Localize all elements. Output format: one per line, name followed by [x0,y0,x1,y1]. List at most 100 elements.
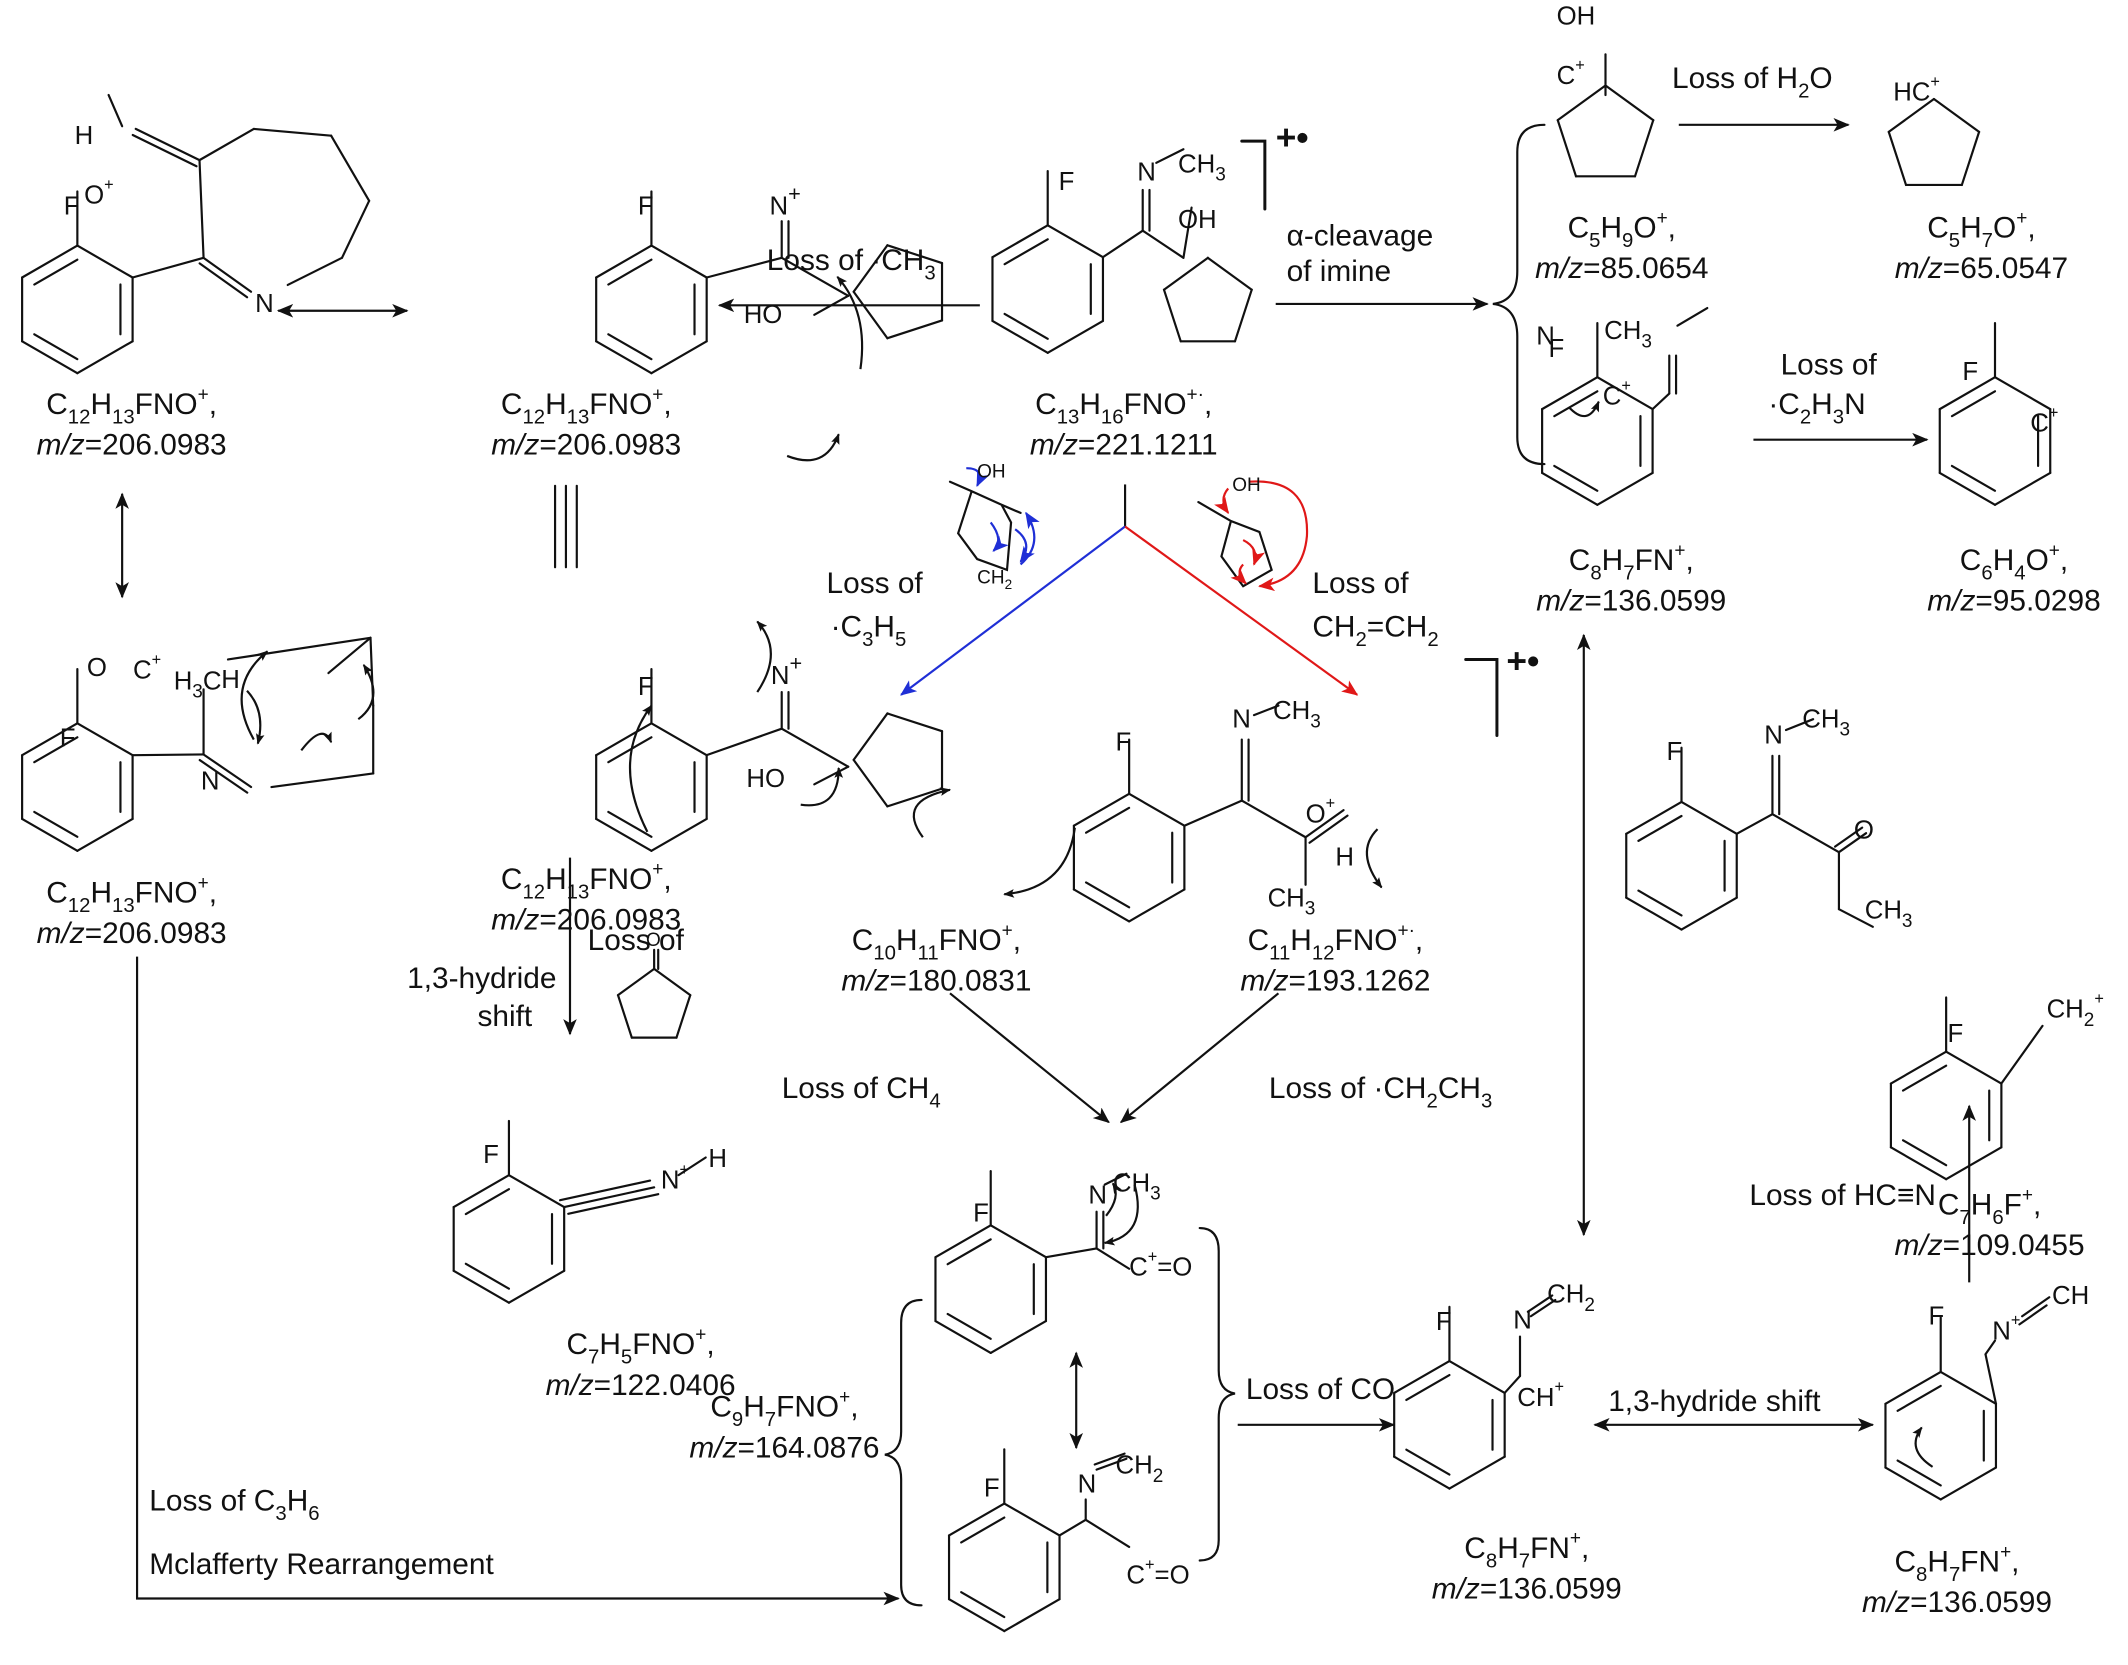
benzene-ring-bond [1128,792,1186,827]
benzene-ring-bond [595,340,653,375]
ion-formula: C6H4O+, [1960,540,2068,584]
atom-o-plus: O+ [1306,795,1336,829]
c-o-double-bond [1837,832,1868,854]
bond [198,159,205,259]
benzene-ring-bond [1680,896,1738,931]
ion-labels: C13H16FNO+·,m/z=221.1211C12H13FNO+,m/z=2… [37,208,2101,1619]
aromatic-double-bond [607,258,653,286]
benzene-ring-bond [934,1319,992,1354]
benzene-ring-bond [947,1502,1006,1537]
cyclopentane-bond [886,244,944,265]
benzene-ring-bond [1884,1370,1942,1405]
benzene-ring-bond [1625,896,1683,931]
benzene-ring-bond [76,817,134,852]
arrow-loss-ch4 [949,992,1110,1124]
arrow-loss-c3h5 [900,525,1126,696]
bond [327,636,372,675]
c-n-double-bond [202,753,253,789]
atom-h3c: H3C [174,667,222,702]
transition-labels: Loss of ·CH3 α-cleavage of imine Loss of… [149,62,1936,1581]
atom-ho: HO [746,765,785,793]
cyclopentane-bond [675,994,692,1039]
benzene-ring-bond [1393,1359,1451,1395]
bond [1837,908,1874,928]
benzene-ring-bond [1993,376,2052,411]
bond [2000,1024,2044,1085]
benzene-ring-bond [1448,1359,1506,1395]
atom-n: N [1536,323,1555,351]
label-loss-h2o: Loss of H2O [1672,62,1833,102]
ion-mz: m/z=136.0599 [1862,1586,2052,1619]
atom-o-plus: O+ [84,176,114,210]
mini-oh-red: OH [1232,475,1260,496]
brackets [884,123,1546,1607]
benzene-ring-bond [1625,800,1683,835]
ion-formula: C7H6F+, [1938,1185,2041,1229]
c-o-double-bond [1308,814,1349,844]
benzene-ring-bond [1993,471,2052,506]
aromatic-double-bond [1553,464,1599,492]
benzene-ring-bond [1541,471,1599,506]
ion-formula: C9H7FNO+, [710,1387,858,1431]
benzene-ring-bond [934,1224,992,1259]
benzene-ring-bond [1072,888,1131,923]
atom-f: F [1929,1302,1945,1330]
benzene-ring-bond [1889,1146,1948,1181]
aromatic-double-bond [1553,390,1599,418]
aromatic-double-bond [607,810,653,838]
bond [131,753,205,757]
bond [1058,1518,1087,1537]
ion-mz: m/z=95.0298 [1927,585,2100,618]
bond [2018,1304,2048,1326]
bond [1984,1353,1998,1405]
label-ethene: CH2=CH2 [1312,610,1438,650]
ion-formula: C13H16FNO+·, [1035,384,1212,428]
benzene-ring-bond [1939,1370,1998,1405]
atom-f: F [1116,728,1132,756]
atom-ch3: CH3 [1178,150,1226,185]
cyclopentane-bond [1960,130,1981,187]
cyclopentane-bond [1932,97,1981,133]
bond [270,772,375,789]
cyclopentane-bond [1162,256,1209,291]
bond [1084,1518,1131,1549]
benzene-ring-bond [1945,1146,2003,1181]
aromatic-double-bond [1901,1139,1948,1167]
atom-n: N [1764,722,1783,750]
bond [1095,1247,1131,1270]
atom-f: F [1059,168,1075,196]
aromatic-double-bond [1003,312,1049,340]
arrow-loss-ethyl [1119,992,1280,1124]
label-loss-ch3: Loss of ·CH3 [767,244,936,284]
curly-brace-c9-left [884,1298,923,1607]
bond [1784,718,1815,732]
aromatic-double-bond [960,1591,1006,1619]
benzene-ring-bond [1003,1598,1061,1633]
benzene-ring-bond [76,340,134,375]
curly-brace-alpha [1492,123,1546,466]
cyclopentane-bond [1604,84,1655,122]
bond [1182,206,1193,259]
bond [780,256,850,297]
mechanism-sketch-red: OH [1197,475,1309,592]
atom-f: F [60,724,76,752]
aromatic-double-bond [33,333,79,361]
label-loss-of: Loss of [1312,567,1409,600]
radical-bracket-c11 [1464,657,1499,737]
c-n-double-bond [1529,1298,1557,1318]
bond [1771,813,1841,854]
aromatic-double-bond [1003,238,1049,266]
benzene-ring-bond [76,722,134,757]
bond [1503,1374,1522,1395]
bond [705,256,783,279]
bond [1676,306,1709,327]
atom-n: N [1078,1471,1097,1499]
aromatic-double-bond [607,333,653,361]
benzene-ring-bond [650,340,708,375]
atom-f: F [1667,738,1683,766]
ion-formula: C5H7O+, [1927,208,2035,252]
bond [226,636,372,661]
cyclopentane-bond [1556,84,1607,122]
aromatic-double-bond [960,1516,1006,1544]
benzene-ring-bond [1884,1466,1942,1501]
